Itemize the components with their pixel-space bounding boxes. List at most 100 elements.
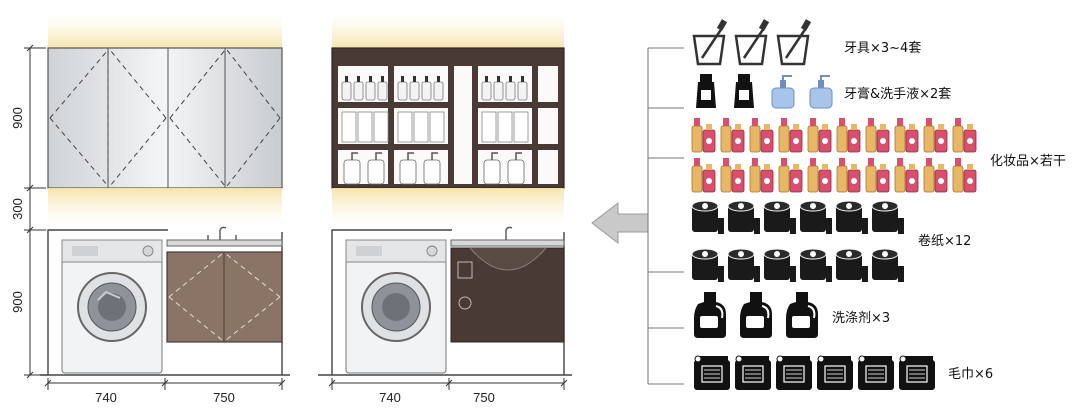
box-icon <box>481 111 497 143</box>
dim-h-lower: 900 <box>10 291 25 313</box>
bottle-icon <box>365 76 376 101</box>
cosmetics-icon <box>923 158 948 193</box>
cosmetics-icon <box>894 158 919 193</box>
height-dimensions <box>24 44 46 379</box>
detergent-bottle-icon <box>740 292 772 338</box>
cosmetics-icon <box>923 118 948 153</box>
dim-w-left: 740 <box>95 390 117 405</box>
cosmetics-icon <box>749 118 774 153</box>
elevation-closed: 900 300 900 740 750 <box>10 14 290 405</box>
bottle-icon <box>409 76 420 101</box>
list-bracket <box>647 47 684 385</box>
elevation-open: 740 750 <box>318 14 572 405</box>
cosmetics-icon <box>807 118 832 153</box>
toilet-paper-icon <box>763 200 796 234</box>
cosmetics-icon <box>865 118 890 153</box>
pump-bottle-icon <box>483 152 501 185</box>
bottle-icon <box>421 76 432 101</box>
cosmetics-icon <box>952 158 977 193</box>
toothbrush-cup-icon <box>734 19 770 66</box>
towel-icon <box>817 355 853 390</box>
toothpaste-soap-icon <box>734 74 754 108</box>
toilet-paper-icon <box>727 200 760 234</box>
cosmetics-icon <box>720 118 745 153</box>
bottle-icon <box>433 76 444 101</box>
toilet-paper-icon <box>835 200 868 234</box>
cosmetics-icon <box>691 158 716 193</box>
bottle-icon <box>517 76 528 101</box>
cosmetics-icon <box>691 118 716 153</box>
toilet-paper-icon <box>871 200 904 234</box>
towel-icon <box>694 355 730 390</box>
pump-bottle-icon <box>399 152 417 185</box>
item-label-cosmetics: 化妆品×若干 <box>990 153 1066 169</box>
toilet-paper-icon <box>691 200 724 234</box>
toilet-paper-icon <box>871 248 904 282</box>
detergent-bottle-icon <box>694 292 726 338</box>
bottle-icon <box>377 76 388 101</box>
box-icon <box>357 111 373 143</box>
box-icon <box>397 111 413 143</box>
toilet-paper-icon <box>691 248 724 282</box>
toilet-paper-icon <box>763 248 796 282</box>
shelf-bottles <box>341 76 529 185</box>
sink-basin <box>469 247 547 271</box>
item-label-toilet-paper: 卷纸×12 <box>918 233 971 249</box>
towel-icon <box>899 355 935 390</box>
countertop <box>166 239 283 247</box>
box-icon <box>341 111 357 143</box>
dim-w-right: 750 <box>213 390 235 405</box>
item-label-towel: 毛巾×6 <box>948 367 993 382</box>
pump-bottle-icon <box>343 152 361 185</box>
faucet <box>207 226 237 240</box>
box-icon <box>429 111 445 143</box>
cosmetics-icon <box>778 158 803 193</box>
bottle-icon <box>481 76 492 101</box>
upper-glass-cabinet <box>47 47 283 189</box>
dim-w-mid-right: 750 <box>473 390 495 405</box>
item-icons <box>691 19 977 390</box>
towel-icon <box>735 355 771 390</box>
item-label-detergent: 洗涤剂×3 <box>832 311 890 326</box>
light-glow-bottom <box>48 188 282 224</box>
light-glow-top <box>48 14 282 48</box>
dim-h-upper: 900 <box>10 107 25 129</box>
toothpaste-soap-icon <box>771 75 795 109</box>
detergent-bottle-icon <box>786 292 818 338</box>
pump-bottle-icon <box>507 152 525 185</box>
bottle-icon <box>397 76 408 101</box>
cosmetics-icon <box>807 158 832 193</box>
pump-bottle-icon <box>423 152 441 185</box>
toilet-paper-icon <box>799 200 832 234</box>
toilet-paper-icon <box>799 248 832 282</box>
dim-h-gap: 300 <box>10 198 25 220</box>
toothpaste-soap-icon <box>809 75 833 109</box>
box-icon <box>373 111 389 143</box>
washing-machine <box>61 239 163 374</box>
box-icon <box>413 111 429 143</box>
towel-icon <box>776 355 812 390</box>
toilet-paper-icon <box>727 248 760 282</box>
box-icon <box>513 111 529 143</box>
cosmetics-icon <box>749 158 774 193</box>
cosmetics-icon <box>836 158 861 193</box>
bottle-icon <box>505 76 516 101</box>
dim-w-mid-left: 740 <box>379 390 401 405</box>
bottle-icon <box>493 76 504 101</box>
item-label-toothpaste: 牙膏&洗手液×2套 <box>844 86 951 102</box>
pump-bottle-icon <box>367 152 385 185</box>
box-icon <box>497 111 513 143</box>
toilet-paper-icon <box>835 248 868 282</box>
toothbrush-cup-icon <box>692 19 728 66</box>
width-dimensions <box>44 378 286 390</box>
item-label-toothbrush: 牙具×3~4套 <box>844 40 921 56</box>
washing-machine-2 <box>345 239 447 374</box>
cosmetics-icon <box>952 118 977 153</box>
item-list: 牙具×3~4套 牙膏&洗手液×2套 化妆品×若干 卷纸×12 洗涤剂×3 毛巾×… <box>647 19 1066 390</box>
toothpaste-soap-icon <box>696 74 716 108</box>
towel-icon <box>858 355 894 390</box>
bottle-icon <box>341 76 352 101</box>
door-swing-lines <box>49 48 281 187</box>
cosmetics-icon <box>720 158 745 193</box>
